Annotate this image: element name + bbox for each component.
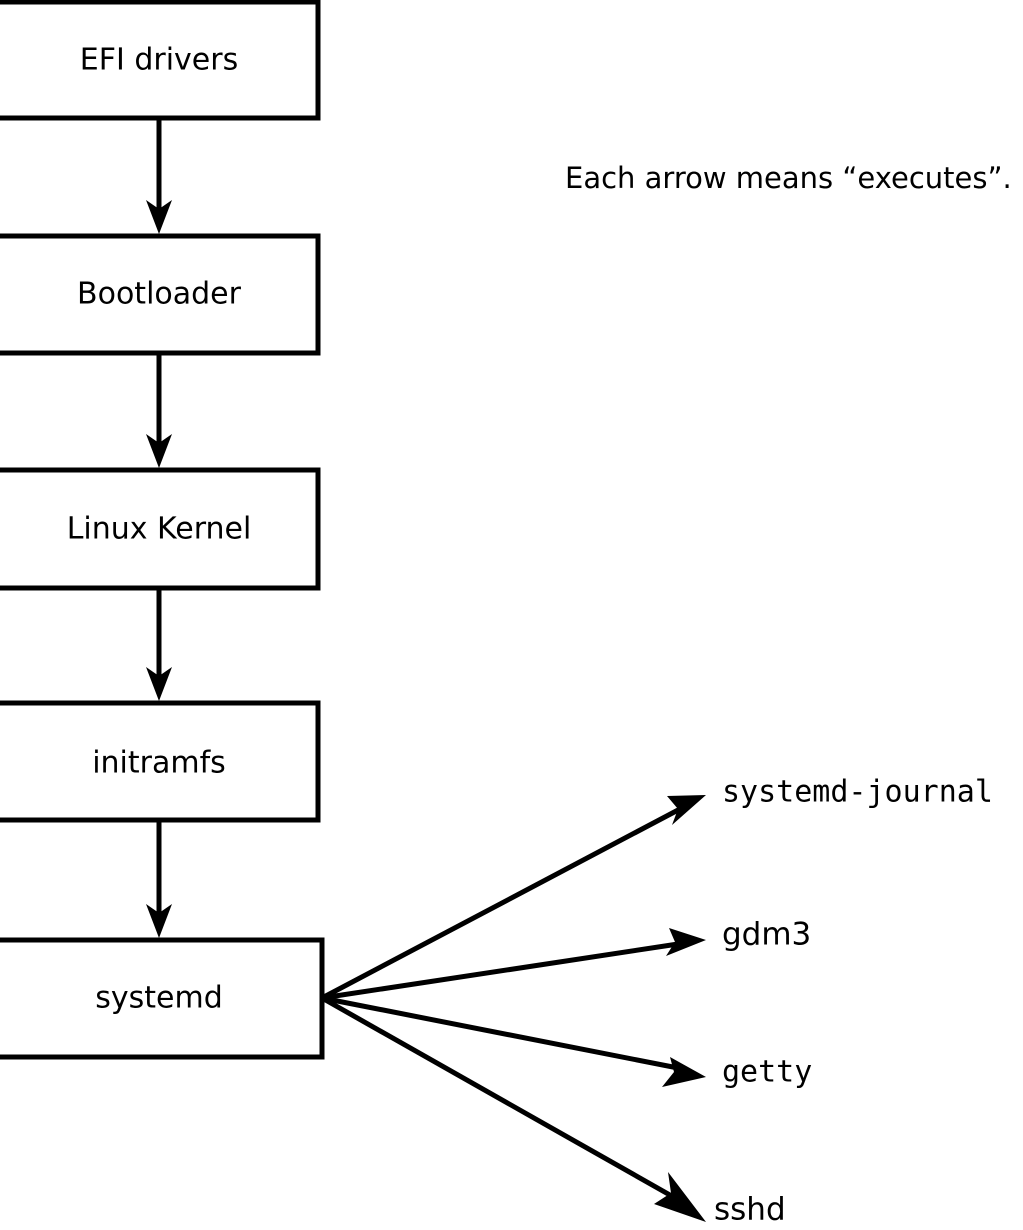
arrow-efi-to-bootloader (146, 118, 172, 234)
node-systemd[interactable]: systemd (0, 937, 325, 1060)
leaf-labels: systemd-journal gdm3 getty sshd (714, 775, 993, 1228)
arrow-systemd-to-gdm3 (321, 928, 706, 1001)
node-linux-kernel-label: Linux Kernel (67, 512, 252, 547)
systemd-fanout-arrows (320, 795, 706, 1222)
node-efi-drivers-label: EFI drivers (80, 43, 238, 78)
node-efi-drivers[interactable]: EFI drivers (0, 0, 321, 121)
chain-boxes: EFI drivers Bootloader Linux Kernel init… (0, 0, 325, 1060)
node-bootloader-rect (0, 233, 321, 356)
leaf-label-getty: getty (722, 1055, 812, 1090)
arrow-systemd-to-systemd-journal (320, 795, 706, 1001)
arrow-systemd-to-sshd-head (654, 1172, 706, 1222)
arrow-systemd-to-getty-head (662, 1057, 706, 1087)
arrow-kernel-to-initramfs (146, 588, 172, 701)
node-initramfs[interactable]: initramfs (0, 700, 321, 823)
arrow-kernel-to-initramfs-head (146, 667, 172, 701)
leaf-label-gdm3: gdm3 (722, 917, 811, 953)
arrow-systemd-to-sshd-shaft (320, 995, 679, 1202)
arrow-bootloader-to-kernel-head (146, 434, 172, 468)
arrow-systemd-to-gdm3-shaft (321, 941, 679, 1001)
node-initramfs-label: initramfs (92, 746, 226, 781)
node-efi-drivers-rect (0, 0, 321, 121)
node-systemd-rect (0, 937, 325, 1060)
arrow-systemd-to-systemd-journal-shaft (320, 806, 682, 1001)
arrow-systemd-to-systemd-journal-head (667, 795, 706, 825)
arrow-initramfs-to-systemd-head (146, 904, 172, 938)
arrow-systemd-to-getty-shaft (321, 995, 679, 1071)
arrow-systemd-to-gdm3-head (666, 928, 706, 956)
arrow-initramfs-to-systemd (146, 820, 172, 938)
node-systemd-label: systemd (95, 981, 223, 1016)
leaf-label-systemd-journal: systemd-journal (722, 775, 993, 810)
arrow-efi-to-bootloader-head (146, 200, 172, 234)
arrow-bootloader-to-kernel (146, 353, 172, 468)
node-bootloader[interactable]: Bootloader (0, 233, 321, 356)
diagram-caption: Each arrow means “executes”. (565, 161, 1012, 195)
node-bootloader-label: Bootloader (77, 277, 242, 312)
node-linux-kernel[interactable]: Linux Kernel (0, 467, 321, 591)
arrow-systemd-to-sshd (320, 995, 706, 1222)
node-linux-kernel-rect (0, 467, 321, 591)
chain-arrows (146, 118, 172, 938)
arrow-systemd-to-getty (321, 995, 706, 1087)
leaf-label-sshd: sshd (714, 1192, 786, 1228)
